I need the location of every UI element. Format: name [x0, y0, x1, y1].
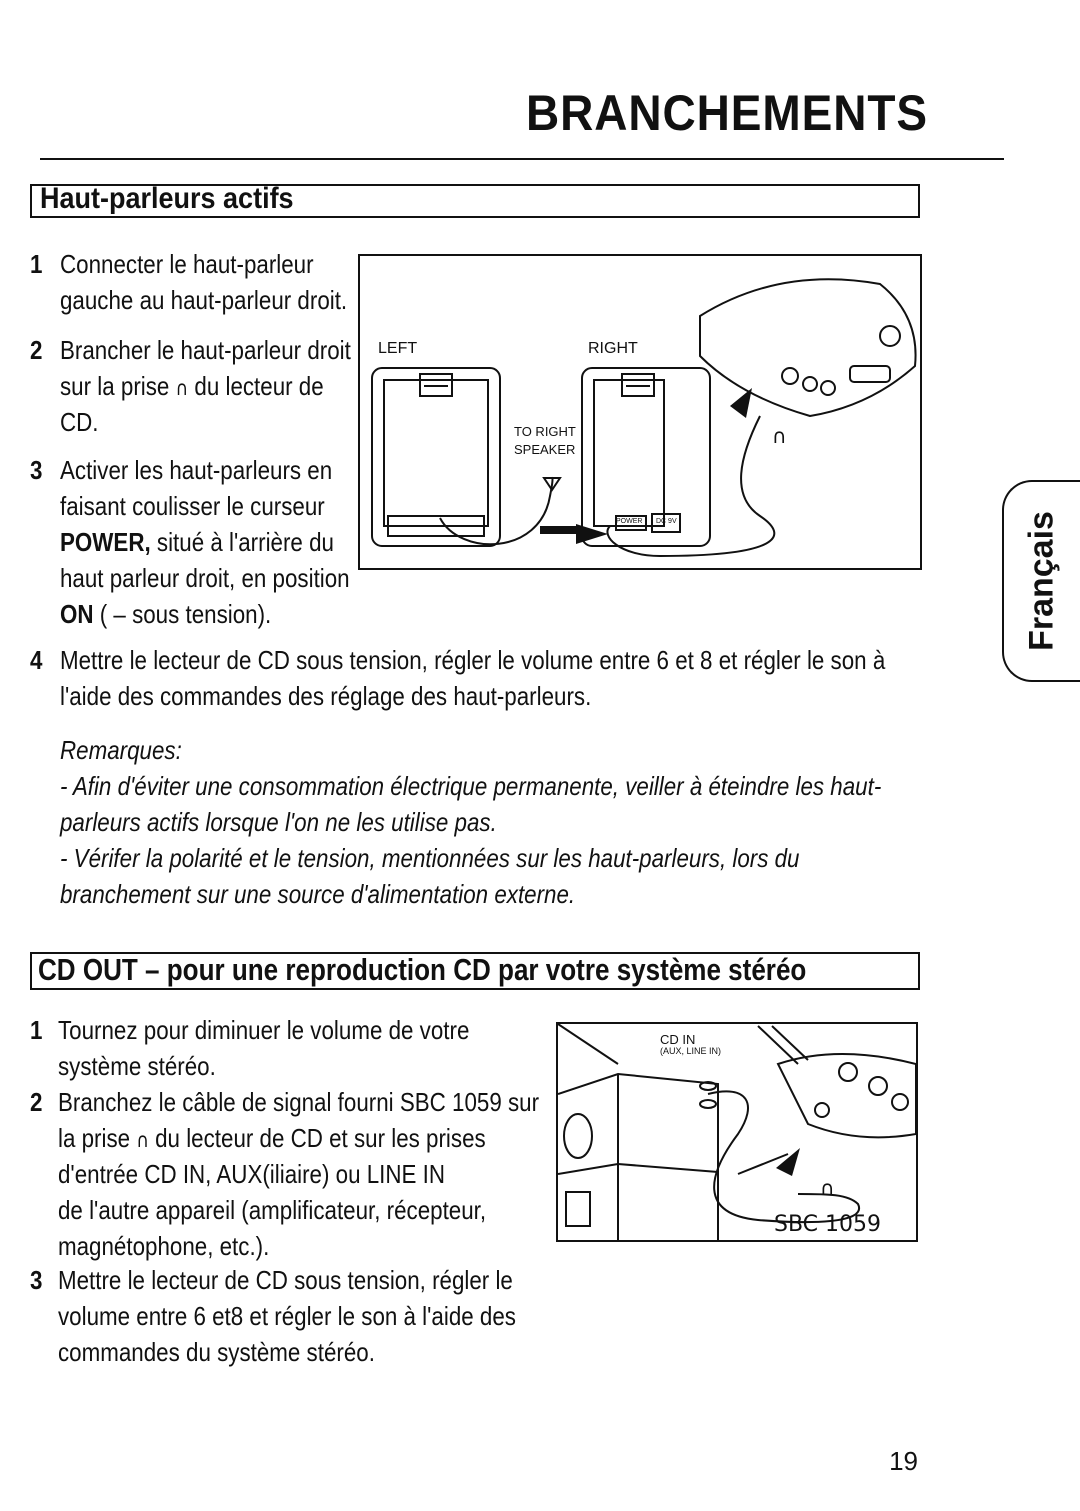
remarks-title: Remarques:: [60, 735, 182, 765]
signal-cable: [707, 1090, 861, 1224]
label-aux: (AUX, LINE IN): [660, 1046, 722, 1056]
step-line: haut parleur droit, en position: [60, 563, 350, 593]
section-title: CD OUT – pour une reproduction CD par vo…: [38, 952, 807, 987]
step-line: sur la prise ∩ du lecteur de: [60, 371, 324, 401]
headphone-icon: ∩: [136, 1128, 149, 1152]
speakers-illustration: [371, 278, 917, 558]
step-line: commandes du système stéréo.: [58, 1337, 375, 1367]
label-speaker: SPEAKER: [514, 442, 576, 457]
arrow-icon: [730, 388, 752, 418]
step-line: la prise ∩ du lecteur de CD et sur les p…: [58, 1123, 486, 1153]
step-line: Activer les haut-parleurs en: [60, 455, 333, 485]
language-tab: Français: [1002, 480, 1080, 682]
step-line: magnétophone, etc.).: [58, 1231, 270, 1261]
step-number: 1: [30, 1015, 43, 1045]
remark-line: - Afin d'éviter une consommation électri…: [60, 771, 882, 801]
right-speaker-icon: [581, 367, 711, 547]
label-right: RIGHT: [588, 340, 638, 357]
step-line: Tournez pour diminuer le volume de votre: [58, 1015, 470, 1045]
remark-line: branchement sur une source d'alimentatio…: [60, 879, 576, 909]
step-number: 3: [30, 1265, 43, 1295]
step-number: 2: [30, 1087, 43, 1117]
step-number: 1: [30, 249, 43, 279]
label-to-right: TO RIGHT: [514, 424, 576, 439]
label-cd-in: CD IN: [660, 1032, 696, 1047]
speakers-figure: LEFT RIGHT TO RIGHT SPEAKER POWER DC 9V …: [358, 254, 922, 570]
left-speaker-icon: [371, 367, 501, 547]
remark-line: parleurs actifs lorsque l'on ne les util…: [60, 807, 497, 837]
headphone-icon: ∩: [820, 1176, 835, 1200]
step-line: Mettre le lecteur de CD sous tension, ré…: [58, 1265, 513, 1295]
section-title: Haut-parleurs actifs: [40, 182, 294, 215]
stereo-illustration: [557, 1023, 917, 1240]
label-cable: SBC 1059: [774, 1212, 882, 1237]
language-tab-label: Français: [1022, 511, 1061, 651]
step-line: Connecter le haut-parleur: [60, 249, 314, 279]
step-line: système stéréo.: [58, 1051, 216, 1081]
section-header-active-speakers: Haut-parleurs actifs: [30, 182, 920, 218]
remark-line: - Vérifer la polarité et le tension, men…: [60, 843, 800, 873]
label-power: POWER: [616, 518, 643, 525]
left-speaker-grille: [383, 379, 489, 527]
step-number: 4: [30, 645, 43, 675]
section-header-cd-out: CD OUT – pour une reproduction CD par vo…: [30, 952, 920, 990]
arrow-icon: [776, 1148, 800, 1176]
stereo-figure: CD IN (AUX, LINE IN) ∩ SBC 1059: [556, 1022, 918, 1242]
headphone-icon: ∩: [175, 376, 189, 400]
step-line: POWER, situé à l'arrière du: [60, 527, 334, 557]
step-number: 2: [30, 335, 43, 365]
step-line: Branchez le câble de signal fourni SBC 1…: [58, 1087, 540, 1117]
step-line: ON ( – sous tension).: [60, 599, 272, 629]
step-line: de l'autre appareil (amplificateur, réce…: [58, 1195, 487, 1225]
step-line: l'aide des commandes des réglage des hau…: [60, 681, 592, 711]
page-title: BRANCHEMENTS: [525, 85, 928, 141]
step-number: 3: [30, 455, 43, 485]
arrow-icon: [576, 524, 608, 544]
title-rule: [40, 158, 1004, 160]
label-left: LEFT: [378, 340, 418, 357]
headphone-cable: [606, 415, 776, 558]
step-line: volume entre 6 et8 et régler le son à l'…: [58, 1301, 516, 1331]
step-line: faisant coulisser le curseur: [60, 491, 325, 521]
step-line: d'entrée CD IN, AUX(iliaire) ou LINE IN: [58, 1159, 446, 1189]
headphone-icon: ∩: [772, 424, 787, 448]
stereo-system-icon: [557, 1072, 719, 1240]
page-number: 19: [889, 1446, 918, 1476]
label-dc: DC 9V: [656, 518, 677, 525]
step-line: Mettre le lecteur de CD sous tension, ré…: [60, 645, 886, 675]
step-line: gauche au haut-parleur droit.: [60, 285, 348, 315]
step-line: Brancher le haut-parleur droit: [60, 335, 351, 365]
speaker-cable: [439, 476, 554, 546]
cd-player-icon: [699, 278, 917, 418]
step-line: CD.: [60, 407, 99, 437]
